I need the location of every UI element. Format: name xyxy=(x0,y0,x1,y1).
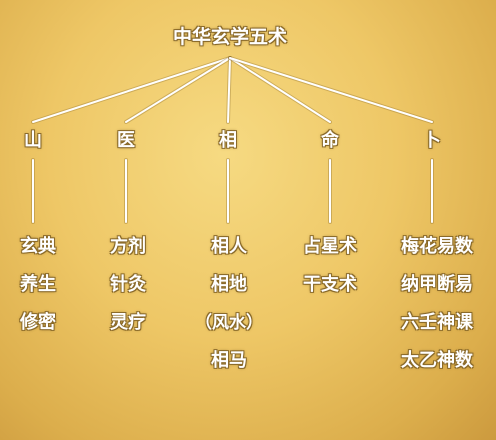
leaf-bu-2: 纳甲断易 xyxy=(401,274,473,295)
leaf-shan-2: 养生 xyxy=(20,274,56,295)
leaf-bu-4: 太乙神数 xyxy=(401,350,473,371)
leaf-ming-1: 占星术 xyxy=(303,236,357,257)
connector-root-to-shan xyxy=(32,57,231,123)
leaf-xiang-3: （风水） xyxy=(195,313,263,333)
branch-yi-label: 医 xyxy=(117,130,135,151)
branch-shan-label: 山 xyxy=(24,130,42,151)
leaf-xiang-4: 相马 xyxy=(211,350,247,371)
connector-root-to-yi xyxy=(125,57,231,123)
leaf-bu-3: 六壬神课 xyxy=(401,312,473,333)
connector-root-to-ming xyxy=(229,57,331,123)
leaf-xiang-2: 相地 xyxy=(211,274,247,295)
leaf-yi-3: 灵疗 xyxy=(110,312,146,333)
branch-ming-label: 命 xyxy=(321,130,339,151)
root-node-label: 中华玄学五术 xyxy=(172,26,288,48)
leaf-xiang-1: 相人 xyxy=(211,236,247,257)
leaf-yi-1: 方剂 xyxy=(110,236,146,257)
connector-root-to-bu xyxy=(229,57,433,123)
branch-xiang-label: 相 xyxy=(219,130,237,151)
branch-bu-label: 卜 xyxy=(423,130,441,151)
connector-root-to-xiang xyxy=(227,57,231,123)
leaf-bu-1: 梅花易数 xyxy=(401,236,473,257)
leaf-yi-2: 针灸 xyxy=(110,274,146,295)
leaf-shan-1: 玄典 xyxy=(20,236,56,257)
leaf-ming-2: 干支术 xyxy=(303,274,357,295)
leaf-shan-3: 修密 xyxy=(20,312,56,333)
